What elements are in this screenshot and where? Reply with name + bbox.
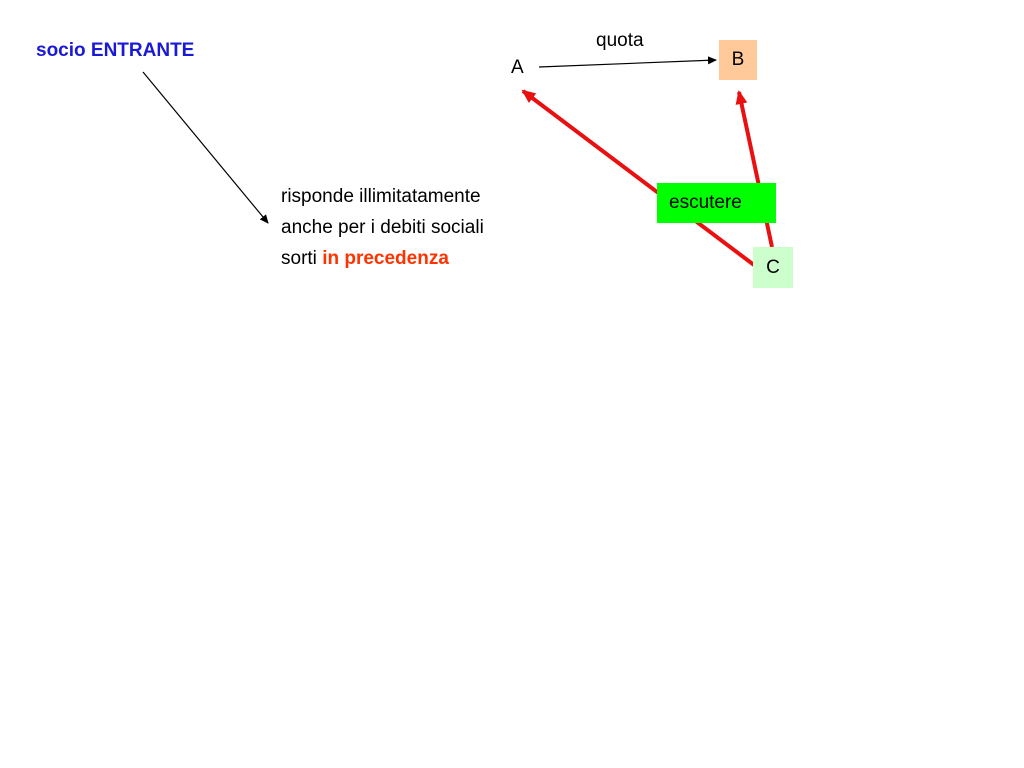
action-label: escutere bbox=[669, 192, 742, 213]
title: socio ENTRANTE bbox=[36, 40, 194, 62]
action-box-escutere: escutere bbox=[657, 183, 776, 223]
description: risponde illimitatamente anche per i deb… bbox=[281, 181, 484, 274]
description-line-3: sorti in precedenza bbox=[281, 243, 484, 274]
c-to-b-arrow bbox=[735, 90, 774, 248]
node-b: B bbox=[719, 40, 757, 80]
title-prefix: socio bbox=[36, 40, 91, 61]
title-emphasis: ENTRANTE bbox=[90, 40, 195, 61]
edge-label-quota: quota bbox=[596, 30, 644, 51]
quota-arrow bbox=[538, 56, 717, 68]
description-line-3-prefix: sorti bbox=[281, 248, 323, 269]
node-c-label: C bbox=[766, 256, 780, 278]
node-c: C bbox=[753, 247, 793, 288]
description-line-1: risponde illimitatamente bbox=[281, 186, 481, 207]
node-b-label: B bbox=[731, 49, 745, 70]
description-highlight: in precedenza bbox=[322, 248, 449, 269]
description-line-2: anche per i debiti sociali bbox=[281, 217, 484, 238]
title-to-description-arrow bbox=[142, 71, 269, 224]
node-a: A bbox=[511, 57, 524, 78]
c-to-a-arrow bbox=[521, 89, 756, 267]
